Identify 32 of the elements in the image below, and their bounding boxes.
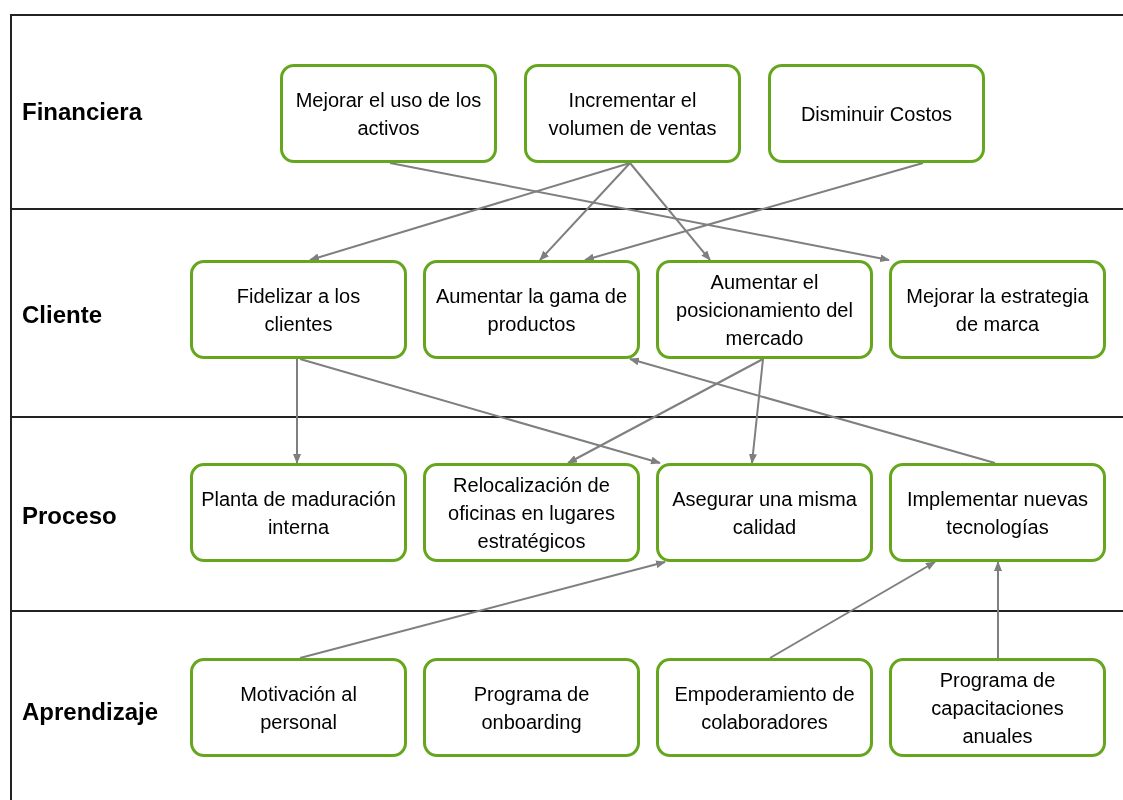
- arrow: [769, 561, 936, 659]
- objective-box: Empoderamiento de colaboradores: [656, 658, 873, 757]
- objective-box: Asegurar una misma calidad: [656, 463, 873, 562]
- objective-box: Aumentar la gama de productos: [423, 260, 640, 359]
- arrow: [299, 560, 666, 659]
- objective-box: Mejorar el uso de los activos: [280, 64, 497, 163]
- objective-box: Incrementar el volumen de ventas: [524, 64, 741, 163]
- row-label: Financiera: [22, 97, 143, 127]
- arrow: [584, 162, 924, 262]
- objective-box: Programa de capacitaciones anuales: [889, 658, 1106, 757]
- objective-box: Mejorar la estrategia de marca: [889, 260, 1106, 359]
- row-label: Cliente: [22, 300, 102, 330]
- arrow: [389, 162, 890, 263]
- objective-box: Programa de onboarding: [423, 658, 640, 757]
- objective-box: Motivación al personal: [190, 658, 407, 757]
- objective-box: Fidelizar a los clientes: [190, 260, 407, 359]
- objective-box: Relocalización de oficinas en lugares estratégicos: [423, 463, 640, 562]
- objective-box: Disminuir Costos: [768, 64, 985, 163]
- arrow: [293, 358, 301, 464]
- objective-box: Implementar nuevas tecnologías: [889, 463, 1106, 562]
- arrow: [299, 358, 661, 465]
- arrow: [539, 162, 631, 261]
- row-label: Aprendizaje: [22, 697, 159, 727]
- arrow: [629, 162, 711, 261]
- row-label: Proceso: [22, 501, 117, 531]
- objective-box: Aumentar el posicionamiento del mercado: [656, 260, 873, 359]
- arrow: [748, 358, 764, 464]
- arrow: [629, 357, 996, 464]
- arrow: [994, 561, 1002, 659]
- arrow: [309, 162, 631, 262]
- objective-box: Planta de maduración interna: [190, 463, 407, 562]
- arrow: [567, 358, 764, 464]
